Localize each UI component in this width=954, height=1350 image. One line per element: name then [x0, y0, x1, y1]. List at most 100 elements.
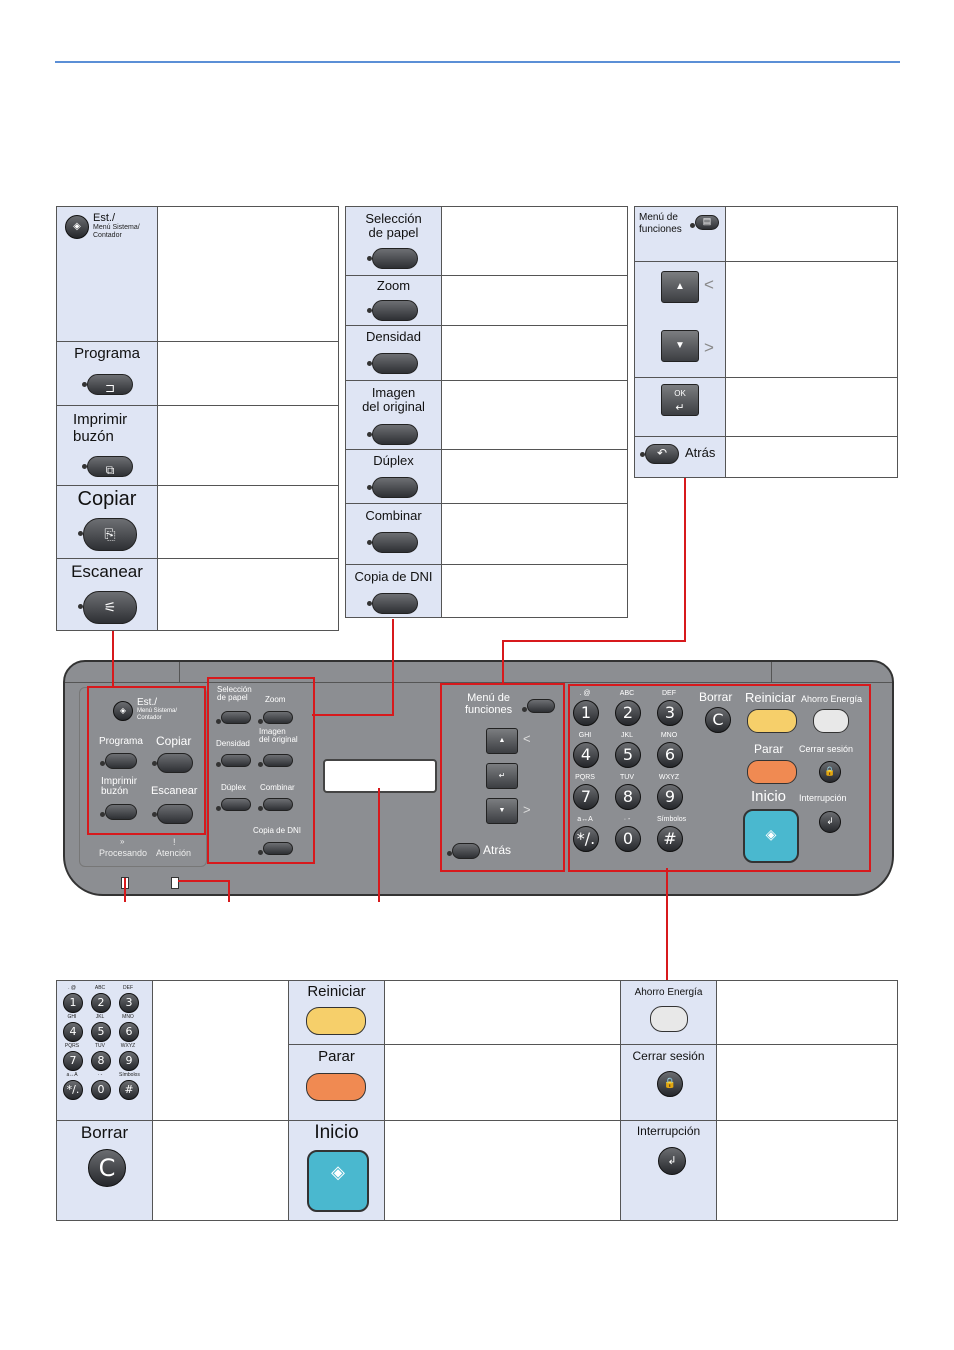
panel-escanear-key[interactable] — [152, 804, 193, 824]
panel-seleccion-key[interactable] — [216, 711, 251, 724]
panel-back-key[interactable] — [447, 843, 480, 859]
panel-seleccion-line2: de papel — [217, 693, 248, 702]
desc-seleccion — [441, 206, 628, 276]
key-sub-label: TUV — [95, 1043, 105, 1049]
zoom-label: Zoom — [376, 278, 411, 293]
panel-duplex-key[interactable] — [216, 798, 251, 811]
desc-inicio — [384, 1120, 621, 1221]
cell-programa: Programa ⊐ — [56, 341, 158, 406]
panel-parar-label: Parar — [754, 742, 784, 756]
callout-line-attention — [228, 880, 230, 902]
key-sub-label: PQRS — [64, 1043, 80, 1049]
digit-key-9: 9 — [119, 1051, 139, 1071]
cell-menu: Menú de funciones ▤ — [634, 206, 726, 262]
key-sub-label: MNO — [122, 1014, 134, 1020]
panel-seleccion-label: Selección de papel — [217, 686, 252, 702]
panel-combinar-key[interactable] — [258, 798, 293, 811]
panel-imagen-label: Imagen del original — [259, 728, 298, 744]
panel-copia-dni-label: Copia de DNI — [253, 826, 302, 835]
imprimir-line1: Imprimir — [73, 411, 128, 428]
digit-key-3[interactable]: 3 — [657, 700, 683, 726]
imprimir-label: Imprimir buzón — [73, 411, 128, 445]
digit-key-9[interactable]: 9 — [657, 784, 683, 810]
digit-key-11[interactable]: 0 — [615, 826, 641, 852]
panel-inicio-key[interactable]: ◈ — [743, 809, 799, 863]
panel-ahorro-key[interactable] — [813, 709, 849, 733]
panel-zoom-key[interactable] — [258, 711, 293, 724]
desc-cerrar — [716, 1044, 898, 1121]
ok-key-label: OK — [674, 389, 686, 398]
digit-key-12[interactable]: # — [657, 826, 683, 852]
panel-copiar-key[interactable] — [152, 753, 193, 773]
cell-borrar: Borrar C — [56, 1120, 153, 1221]
desc-ok — [725, 377, 898, 437]
desc-ahorro — [716, 980, 898, 1045]
cell-escanear: Escanear ⚟ — [56, 558, 158, 631]
panel-borrar-label: Borrar — [699, 690, 733, 704]
callout-box-copy — [207, 677, 315, 864]
digit-key-7[interactable]: 7 — [573, 784, 599, 810]
panel-cerrar-key[interactable]: 🔒 — [819, 761, 841, 783]
programa-key: ⊐ — [82, 374, 133, 395]
cell-parar: Parar — [288, 1044, 385, 1121]
panel-strip-divider — [771, 662, 772, 682]
panel-programa-key[interactable] — [100, 753, 137, 769]
panel-interrupcion-key[interactable]: ↲ — [819, 811, 841, 833]
key-sub-label: . @ — [68, 985, 76, 991]
panel-reiniciar-key[interactable] — [747, 709, 797, 733]
panel-menu-key[interactable] — [522, 699, 555, 713]
digit-key-8[interactable]: 8 — [615, 784, 641, 810]
imagen-line2: del original — [362, 399, 425, 415]
callout-box-keypad — [568, 684, 871, 872]
seleccion-label: Selección de papel — [346, 211, 441, 241]
digit-key-4[interactable]: 4 — [573, 742, 599, 768]
panel-parar-key[interactable] — [747, 760, 797, 784]
cell-ahorro: Ahorro Energía — [620, 980, 717, 1045]
key-sub-label: GHI — [67, 1014, 77, 1020]
callout-line-left — [112, 631, 114, 687]
digit-key-12: # — [119, 1080, 139, 1100]
atras-label: Atrás — [685, 445, 716, 460]
desc-reiniciar — [384, 980, 621, 1045]
panel-up-key[interactable]: ▲ — [486, 728, 518, 754]
parar-label: Parar — [318, 1048, 355, 1065]
panel-est-label: Est./ — [137, 697, 158, 708]
key-sub-label: WXYZ — [658, 774, 680, 781]
panel-down-key[interactable]: ▼ — [486, 798, 518, 824]
panel-menu-line1: Menú de — [467, 692, 510, 704]
cell-est: ◈ Est./ Menú Sistema/ Contador — [56, 206, 158, 342]
panel-densidad-key[interactable] — [216, 754, 251, 767]
panel-borrar-key[interactable]: C — [705, 707, 731, 733]
desc-densidad — [441, 325, 628, 381]
key-sub-label: ABC — [94, 985, 106, 991]
desc-imprimir — [157, 405, 339, 486]
panel-escanear-label: Escanear — [151, 785, 198, 797]
panel-ok-key[interactable]: ↵ — [486, 763, 518, 789]
cerrar-key: 🔒 — [657, 1071, 683, 1097]
cell-copia-dni: Copia de DNI — [345, 564, 442, 618]
digit-key-10[interactable]: */. — [573, 826, 599, 852]
cell-interrupcion: Interrupción ↲ — [620, 1120, 717, 1221]
desc-arrows — [725, 261, 898, 378]
digit-key-6[interactable]: 6 — [657, 742, 683, 768]
digit-key-1[interactable]: 1 — [573, 700, 599, 726]
cell-inicio: Inicio ◈ — [288, 1120, 385, 1221]
key-sub-label: TUV — [620, 774, 634, 781]
digit-key-2[interactable]: 2 — [615, 700, 641, 726]
panel-procesando-label: Procesando — [99, 848, 148, 858]
duplex-key — [367, 477, 418, 498]
cell-copiar: Copiar ⎘ — [56, 485, 158, 559]
panel-atras-label: Atrás — [483, 843, 512, 857]
desc-parar — [384, 1044, 621, 1121]
panel-system-menu-key[interactable]: ◈ — [113, 701, 133, 721]
combinar-key — [367, 532, 418, 553]
panel-copia-dni-key[interactable] — [258, 842, 293, 855]
digit-key-5[interactable]: 5 — [615, 742, 641, 768]
panel-imagen-key[interactable] — [258, 754, 293, 767]
panel-imprimir-key[interactable] — [100, 804, 137, 820]
desc-copia-dni — [441, 564, 628, 618]
down-arrow-key: ▼ — [661, 330, 699, 362]
callout-line-display — [378, 788, 380, 902]
key-sub-label: PQRS — [575, 774, 595, 781]
